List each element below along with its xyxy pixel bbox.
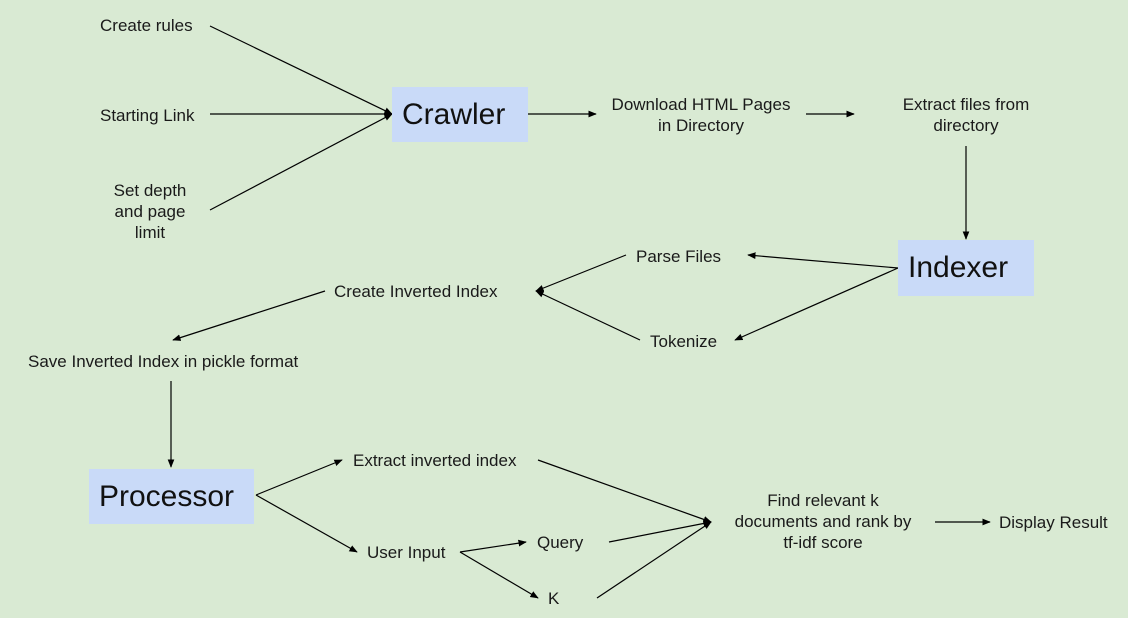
starting-link-label: Starting Link	[100, 106, 195, 125]
extract-files-label: Extract files from directory	[902, 95, 1030, 135]
processor-box: Processor	[89, 469, 254, 524]
find-relevant-label: Find relevant k documents and rank by tf…	[734, 491, 912, 552]
arrow-extract-index-to-find	[537, 459, 712, 523]
arrow-set-depth-to-crawler	[209, 113, 393, 211]
extract-inverted-index-label: Extract inverted index	[353, 451, 517, 470]
query-label: Query	[537, 533, 584, 552]
arrow-parse-to-create-index	[535, 254, 627, 292]
arrow-indexer-to-parse	[747, 252, 899, 269]
arrow-k-to-find	[596, 521, 712, 599]
arrow-user-input-to-query	[459, 539, 527, 553]
set-depth-label: Set depth and page limit	[113, 181, 187, 242]
arrow-tokenize-to-create-index	[535, 290, 641, 341]
download-html-label: Download HTML Pages in Directory	[611, 95, 791, 135]
parse-files-label: Parse Files	[636, 247, 722, 266]
crawler-box: Crawler	[392, 87, 528, 142]
indexer-box: Indexer	[898, 240, 1034, 296]
indexer-label: Indexer	[908, 251, 1009, 284]
crawler-label: Crawler	[402, 97, 506, 131]
arrow-user-input-to-k	[459, 551, 539, 599]
create-rules-label: Create rules	[100, 16, 193, 35]
arrow-processor-to-user-input	[255, 494, 358, 553]
k-label: K	[548, 589, 560, 608]
arrow-create-to-save	[172, 290, 326, 341]
user-input-label: User Input	[367, 543, 446, 562]
processor-label: Processor	[99, 479, 235, 513]
tokenize-label: Tokenize	[650, 332, 718, 351]
arrow-indexer-to-tokenize	[734, 267, 899, 341]
arrow-processor-to-extract-index	[255, 459, 343, 496]
display-result-label: Display Result	[999, 513, 1108, 532]
create-inverted-index-label: Create Inverted Index	[334, 282, 498, 301]
arrow-query-to-find	[608, 520, 712, 543]
save-inverted-index-label: Save Inverted Index in pickle format	[28, 352, 299, 371]
arrow-create-rules-to-crawler	[209, 25, 393, 115]
